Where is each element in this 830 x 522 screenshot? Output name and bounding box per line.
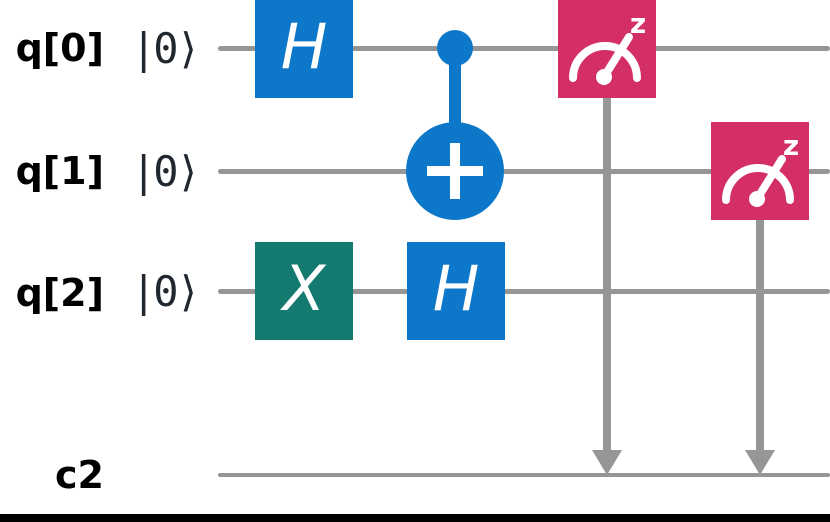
plus-icon (450, 143, 460, 199)
x-gate-label: X (282, 252, 326, 325)
h-gate-label: H (280, 10, 328, 83)
h-gate-q2[interactable]: H (407, 242, 505, 340)
measure-gate-q1[interactable]: z (711, 122, 809, 220)
ket-zero-q0: |0⟩ (131, 23, 201, 73)
cnot-connector-line (449, 48, 461, 130)
classical-label-c2: c2 (55, 453, 104, 497)
register-label-gutter (0, 0, 116, 514)
measure-gate-q0[interactable]: z (558, 0, 656, 98)
h-gate-q0[interactable]: H (255, 0, 353, 98)
qubit-label-q0: q[0] (15, 26, 104, 70)
qubit-label-q2: q[2] (15, 271, 104, 315)
cnot-control-dot[interactable] (437, 30, 473, 66)
ket-zero-q1: |0⟩ (131, 146, 201, 196)
qubit-wire-q0 (218, 46, 830, 51)
x-gate-q2[interactable]: X (255, 242, 353, 340)
measure-connector-q0 (603, 97, 611, 453)
h-gate-label: H (432, 252, 480, 325)
measure-icon: z (722, 129, 799, 207)
measure-icon: z (569, 7, 646, 85)
ket-zero-q2: |0⟩ (131, 266, 201, 316)
cnot-target-gate[interactable] (406, 122, 504, 220)
measure-basis-label: z (630, 7, 646, 40)
classical-wire-c2 (218, 473, 830, 477)
arrow-down-icon (745, 450, 775, 475)
bottom-edge-bar (0, 514, 830, 522)
qubit-label-q1: q[1] (15, 149, 104, 193)
arrow-down-icon (592, 450, 622, 475)
measure-basis-label: z (783, 129, 799, 162)
qubit-wire-q2 (218, 289, 830, 294)
qubit-wire-q1 (218, 169, 830, 174)
measure-connector-q1 (756, 219, 764, 453)
